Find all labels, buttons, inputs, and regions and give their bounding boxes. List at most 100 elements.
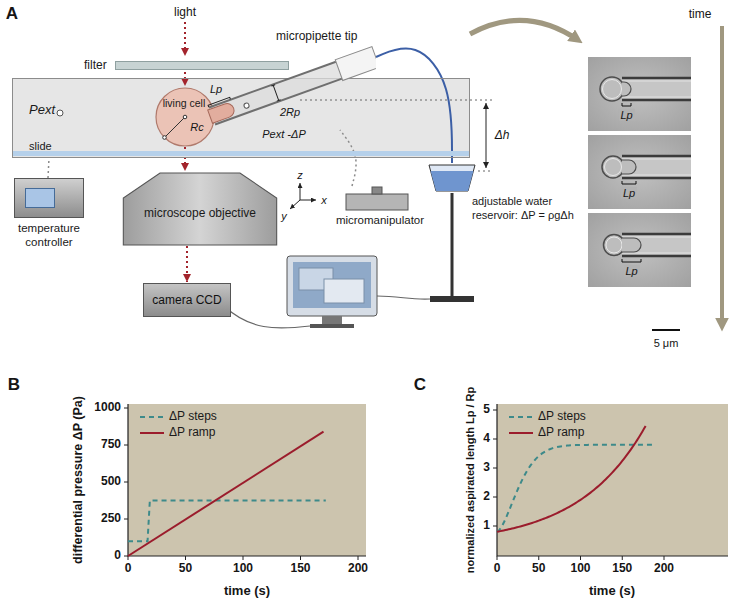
label-anchor: 150 — [612, 562, 632, 576]
axis-triad — [300, 200, 316, 201]
text-label: 0 — [114, 548, 121, 562]
monitor — [224, 256, 430, 328]
label-anchor: time (s) — [589, 584, 635, 599]
micrograph — [602, 156, 624, 178]
micrograph — [600, 77, 624, 101]
text-label: differential pressure ΔP (Pa) — [71, 396, 85, 564]
label-anchor: 750 — [101, 438, 121, 452]
micrograph — [588, 57, 691, 131]
legend-sample — [509, 432, 533, 434]
length-bracket — [208, 97, 230, 107]
height-difference — [478, 171, 492, 172]
text-label: Rc — [190, 121, 203, 133]
controller-box — [14, 178, 84, 218]
cell-shape — [155, 87, 215, 147]
legend-sample — [509, 416, 533, 418]
connector — [186, 246, 188, 282]
label-anchor: 1 — [483, 519, 490, 533]
micrograph — [622, 103, 631, 106]
text-label: 5 μm — [654, 337, 679, 349]
glass-slide: slide — [13, 136, 469, 156]
light-ray — [184, 22, 186, 56]
legend-entry: ΔP steps — [538, 410, 586, 424]
micrograph — [622, 238, 641, 252]
chamber-fill — [12, 78, 470, 158]
panel-arrow — [470, 20, 578, 40]
legend-text: ΔP ramp — [538, 425, 584, 439]
micrograph — [622, 175, 691, 176]
text-label: Pext -ΔP — [262, 128, 305, 140]
node-text: filter — [84, 58, 107, 72]
label-anchor: x — [321, 194, 327, 207]
label-anchor: Rc — [190, 121, 203, 134]
connector — [48, 158, 49, 178]
text-label: 2Rp — [280, 106, 300, 118]
node-text: living cell — [155, 97, 215, 109]
text-label: 250 — [101, 511, 121, 525]
micrograph — [622, 253, 691, 254]
micrograph — [622, 159, 691, 160]
text-label: 150 — [290, 561, 310, 575]
text-label: B — [8, 375, 20, 394]
text-label: 50 — [179, 561, 192, 575]
micrograph — [622, 99, 691, 102]
chart-frame — [128, 556, 358, 560]
label-anchor: 5 — [483, 403, 490, 417]
micrograph — [622, 181, 636, 184]
label-anchor: A — [6, 4, 18, 24]
text-label: 5 — [483, 402, 490, 416]
filter-bar — [115, 61, 289, 70]
label-anchor: 0 — [114, 549, 121, 563]
label-anchor: 0 — [125, 562, 132, 576]
label-anchor: 0 — [494, 562, 501, 576]
micrograph — [604, 235, 625, 256]
text-label: 0 — [494, 561, 501, 575]
legend-entry: ΔP ramp — [169, 426, 215, 440]
monitor — [287, 256, 377, 316]
micrograph — [622, 77, 691, 80]
label-anchor: Lp — [210, 83, 222, 96]
micrograph — [606, 237, 622, 253]
text-label: 100 — [233, 561, 253, 575]
text-label: 1 — [483, 518, 490, 532]
text-label: time (s) — [589, 583, 635, 598]
text-label: C — [414, 375, 426, 394]
label-anchor: time (s) — [224, 584, 270, 599]
data-curve — [128, 501, 326, 542]
text-label: 200 — [348, 561, 368, 575]
label-anchor: 2 — [483, 490, 490, 504]
scale-bar — [652, 329, 680, 331]
text-label: 50 — [532, 561, 545, 575]
chart-frame — [493, 410, 497, 526]
filter-glass: filter — [84, 58, 289, 72]
micrograph — [588, 135, 691, 209]
label-anchor: 150 — [290, 562, 310, 576]
monitor — [377, 296, 430, 299]
axis-triad — [290, 183, 316, 209]
label-anchor: 200 — [654, 562, 674, 576]
chart-frame — [493, 404, 728, 560]
pressure-point — [243, 102, 249, 108]
label-anchor: Pext -ΔP — [262, 128, 305, 141]
text-label: 1000 — [94, 400, 121, 414]
text-label: 2 — [483, 489, 490, 503]
legend-text: ΔP steps — [538, 409, 586, 423]
temperature-controller: temperature controller — [10, 178, 88, 250]
label-anchor: z — [297, 169, 303, 182]
height-difference — [300, 100, 492, 101]
diameter-bracket — [271, 85, 280, 101]
axis-triad — [300, 183, 301, 200]
text-label: 0 — [125, 561, 132, 575]
micrograph — [588, 213, 691, 287]
radius-line — [165, 117, 186, 138]
micrograph — [605, 159, 622, 176]
node-text: adjustable water reservoir: ΔP = ρgΔh — [472, 195, 582, 223]
legend-sample — [140, 432, 164, 434]
pipette-holder — [335, 47, 376, 81]
node-text: camera CCD — [152, 293, 221, 307]
pipette-wall — [215, 79, 342, 125]
chart-frame — [128, 404, 366, 556]
chart-frame — [128, 404, 366, 556]
text-label: Δh — [495, 128, 510, 142]
legend-text: ΔP steps — [169, 409, 217, 423]
